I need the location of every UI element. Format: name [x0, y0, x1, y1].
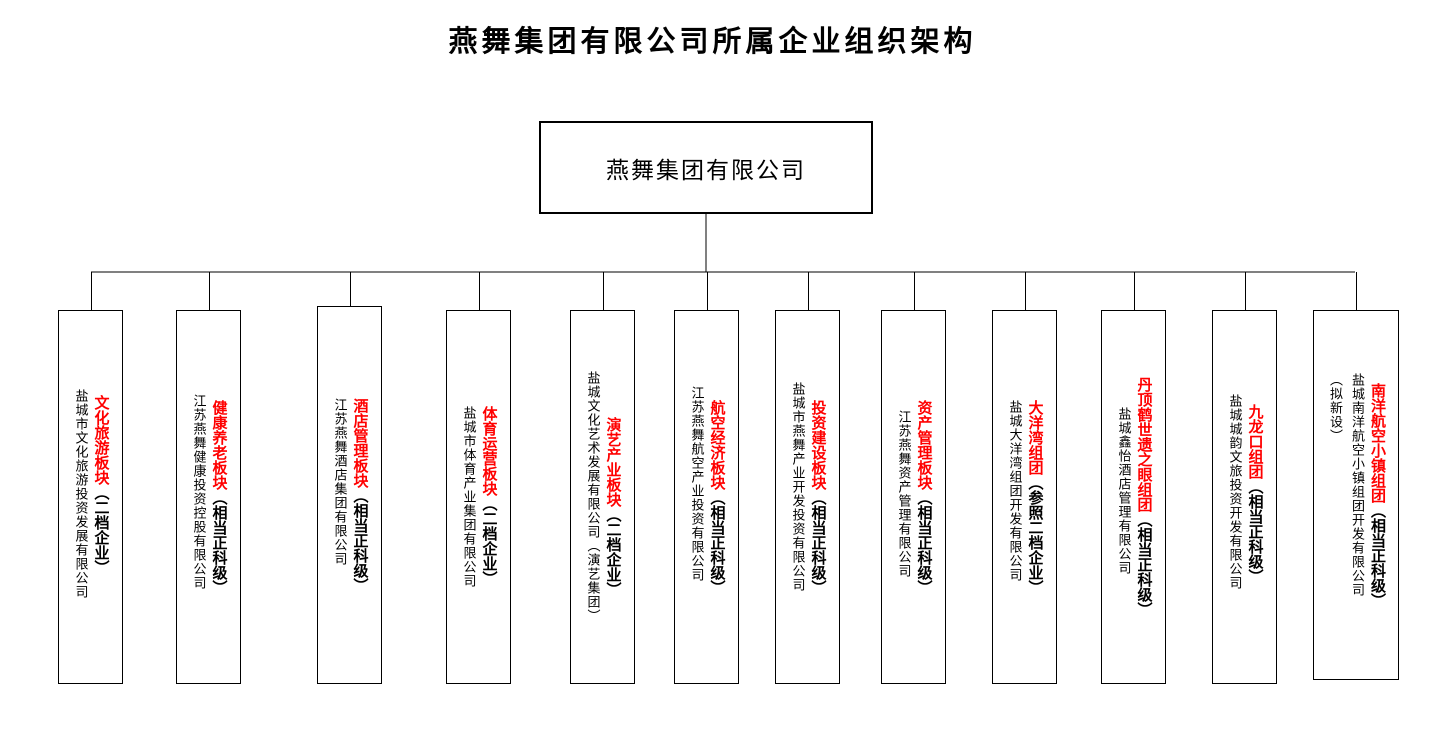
- unit-box-5: 演艺产业板块（二档企业） 盐城文化艺术发展有限公司（演艺集团）: [570, 310, 635, 684]
- unit-company-4: 盐城市体育产业集团有限公司: [460, 406, 476, 588]
- unit-segment-name-12: 南洋航空小镇组团: [1369, 382, 1387, 503]
- unit-box-1: 文化旅游板块（二档企业） 盐城市文化旅游投资发展有限公司: [58, 310, 123, 684]
- unit-level-4: （二档企业）: [480, 496, 499, 586]
- unit-segment-name-9: 大洋湾组团: [1026, 399, 1045, 475]
- unit-segment-9: 大洋湾组团（参照二档企业）: [1026, 399, 1045, 595]
- unit-level-7: （相当正科级）: [809, 489, 828, 595]
- unit-company-5: 盐城文化艺术发展有限公司（演艺集团）: [584, 371, 600, 623]
- unit-level-12: （相当正科级）: [1369, 502, 1387, 608]
- unit-segment-name-3: 酒店管理板块: [351, 397, 370, 488]
- unit-company-1: 盐城市文化旅游投资发展有限公司: [72, 389, 88, 599]
- unit-level-5: （二档企业）: [604, 507, 623, 597]
- unit-company-3: 江苏燕舞酒店集团有限公司: [331, 397, 347, 566]
- unit-company-9: 盐城大洋湾组团开发有限公司: [1006, 399, 1022, 582]
- unit-level-3: （相当正科级）: [351, 487, 370, 593]
- unit-segment-1: 文化旅游板块（二档企业）: [92, 395, 111, 575]
- unit-segment-3: 酒店管理板块（相当正科级）: [351, 397, 370, 593]
- unit-box-11: 九龙口组团（相当正科级） 盐城城韵文旅投资开发有限公司: [1212, 310, 1277, 684]
- unit-segment-name-5: 演艺产业板块: [604, 417, 623, 507]
- unit-company-2: 江苏燕舞健康投资控股有限公司: [190, 393, 206, 590]
- unit-level-11: （相当正科级）: [1246, 479, 1265, 584]
- unit-company-8: 江苏燕舞资产管理有限公司: [895, 409, 911, 578]
- unit-segment-name-6: 航空经济板块: [708, 399, 727, 490]
- unit-segment-name-11: 九龙口组团: [1246, 404, 1265, 479]
- unit-box-8: 资产管理板块（相当正科级） 江苏燕舞资产管理有限公司: [881, 310, 946, 684]
- unit-box-3: 酒店管理板块（相当正科级） 江苏燕舞酒店集团有限公司: [317, 306, 382, 684]
- unit-box-4: 体育运营板块（二档企业） 盐城市体育产业集团有限公司: [446, 310, 511, 684]
- root-node-label: 燕舞集团有限公司: [606, 157, 806, 184]
- unit-segment-12: 南洋航空小镇组团（相当正科级）: [1369, 382, 1387, 608]
- unit-level-2: （相当正科级）: [210, 489, 229, 595]
- unit-segment-10: 丹顶鹤世遗之眼组团（相当正科级）: [1135, 377, 1154, 617]
- unit-segment-2: 健康养老板块（相当正科级）: [210, 399, 229, 595]
- unit-box-12: 南洋航空小镇组团（相当正科级） 盐城南洋航空小镇组团开发有限公司 （拟新设）: [1313, 310, 1399, 680]
- unit-note-5: （演艺集团）: [584, 539, 600, 623]
- unit-level-10: （相当正科级）: [1135, 512, 1154, 617]
- drop-lines: [91, 272, 1357, 310]
- unit-segment-5: 演艺产业板块（二档企业）: [604, 417, 623, 597]
- unit-box-2: 健康养老板块（相当正科级） 江苏燕舞健康投资控股有限公司: [176, 310, 241, 684]
- unit-segment-name-10: 丹顶鹤世遗之眼组团: [1135, 377, 1154, 512]
- unit-note-12: （拟新设）: [1327, 372, 1342, 443]
- unit-segment-7: 投资建设板块（相当正科级）: [809, 399, 828, 595]
- unit-segment-name-7: 投资建设板块: [809, 399, 828, 490]
- unit-segment-4: 体育运营板块（二档企业）: [480, 406, 499, 586]
- unit-company-7: 盐城市燕舞产业开发投资有限公司: [789, 381, 805, 592]
- unit-level-9: （参照二档企业）: [1026, 474, 1045, 595]
- unit-company-name-5: 盐城文化艺术发展有限公司: [584, 371, 600, 539]
- unit-level-8: （相当正科级）: [915, 489, 934, 595]
- unit-company-10: 盐城鑫怡酒店管理有限公司: [1115, 407, 1131, 575]
- unit-segment-name-1: 文化旅游板块: [92, 395, 111, 485]
- unit-box-7: 投资建设板块（相当正科级） 盐城市燕舞产业开发投资有限公司: [775, 310, 840, 684]
- unit-level-1: （二档企业）: [92, 485, 111, 575]
- unit-company-11: 盐城城韵文旅投资开发有限公司: [1226, 394, 1242, 590]
- unit-segment-8: 资产管理板块（相当正科级）: [915, 399, 934, 595]
- unit-segment-name-2: 健康养老板块: [210, 399, 229, 490]
- unit-box-6: 航空经济板块（相当正科级） 江苏燕舞航空产业投资有限公司: [674, 310, 739, 684]
- unit-box-10: 丹顶鹤世遗之眼组团（相当正科级） 盐城鑫怡酒店管理有限公司: [1101, 310, 1166, 684]
- unit-segment-11: 九龙口组团（相当正科级）: [1246, 404, 1265, 584]
- page-title: 燕舞集团有限公司所属企业组织架构: [448, 24, 977, 58]
- unit-company-6: 江苏燕舞航空产业投资有限公司: [688, 385, 704, 582]
- unit-level-6: （相当正科级）: [708, 489, 727, 595]
- unit-segment-name-4: 体育运营板块: [480, 406, 499, 496]
- unit-box-9: 大洋湾组团（参照二档企业） 盐城大洋湾组团开发有限公司: [992, 310, 1057, 684]
- unit-company-12: 盐城南洋航空小镇组团开发有限公司: [1349, 372, 1364, 597]
- root-node: 燕舞集团有限公司: [539, 121, 873, 214]
- unit-segment-name-8: 资产管理板块: [915, 399, 934, 490]
- unit-segment-6: 航空经济板块（相当正科级）: [708, 399, 727, 595]
